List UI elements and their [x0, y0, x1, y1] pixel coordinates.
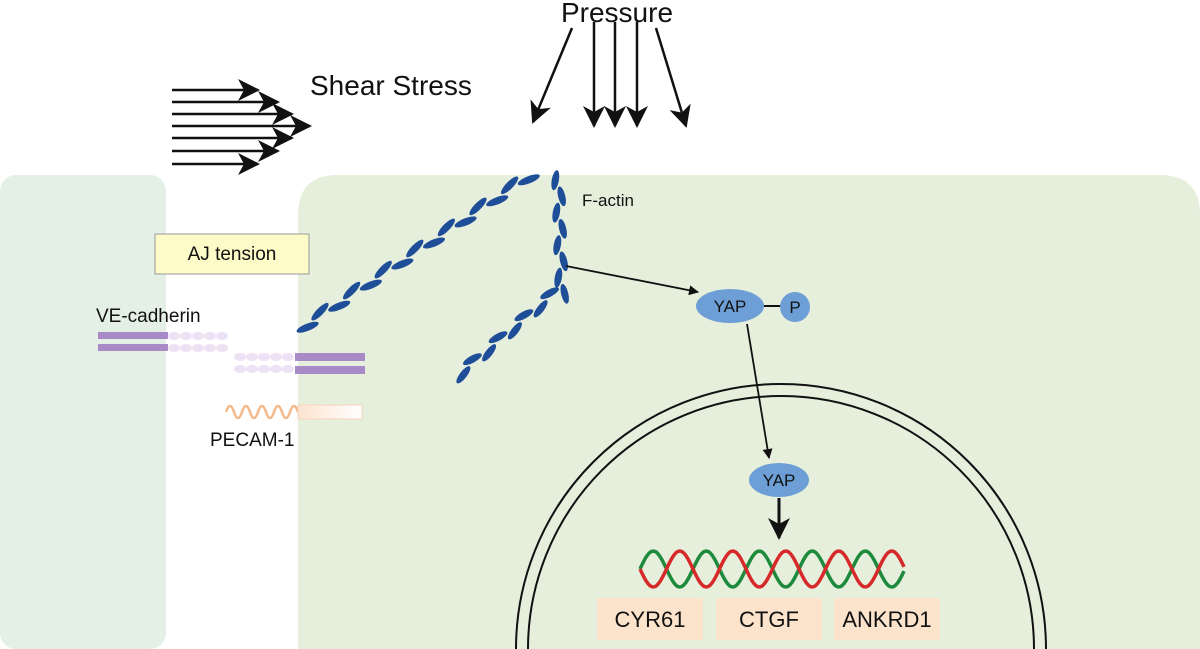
actin-monomer — [391, 258, 414, 270]
actin-monomer — [554, 267, 563, 288]
nucleus-envelope — [515, 383, 1047, 649]
f-actin-label: F-actin — [582, 191, 634, 210]
actin-monomer — [469, 197, 487, 216]
actin-monomer — [486, 195, 509, 207]
yap-cytoplasm — [696, 289, 764, 323]
ve-cadherin-label: VE-cadherin — [96, 306, 201, 327]
actin-monomer — [359, 279, 382, 291]
yap-nucleus — [749, 463, 809, 497]
actin-monomer — [540, 287, 559, 300]
actin-monomer — [456, 366, 471, 384]
aj-tension-box — [154, 233, 310, 275]
actin-monomer — [500, 176, 519, 195]
yap-cytoplasm-label: YAP — [714, 297, 747, 316]
actin-monomer — [406, 239, 424, 258]
actin-monomer — [533, 300, 548, 318]
actin-monomer — [374, 260, 392, 279]
actin-monomer — [552, 202, 561, 223]
actin-monomer — [328, 300, 351, 312]
aj-tension-label: AJ tension — [188, 244, 277, 265]
actin-monomer — [488, 331, 508, 344]
actin-to-yap-arrow — [565, 265, 699, 296]
phospho-label: P — [789, 298, 800, 317]
actin-monomer — [558, 218, 567, 239]
actin-monomer — [560, 283, 569, 304]
actin-monomer — [557, 186, 566, 207]
gene-label-cyr61: CYR61 — [615, 607, 686, 632]
pecam1-coil — [224, 404, 300, 420]
actin-monomer — [482, 344, 497, 362]
f-actin-filament-lower — [456, 287, 559, 384]
actin-monomer — [514, 309, 534, 322]
left-cell — [0, 175, 166, 649]
actin-monomer — [463, 353, 482, 366]
actin-monomer — [342, 281, 361, 300]
actin-monomer — [454, 216, 477, 228]
gene-box-ankrd1: ANKRD1 — [834, 598, 940, 640]
gene-label-ankrd1: ANKRD1 — [842, 607, 931, 632]
pressure-label: Pressure — [561, 0, 673, 28]
actin-monomer — [553, 235, 562, 256]
actin-monomer — [551, 170, 560, 191]
actin-monomer — [311, 302, 329, 321]
dna-double-helix — [638, 549, 906, 589]
f-actin-filament-upper — [551, 170, 569, 304]
actin-monomer — [296, 321, 319, 333]
gene-box-cyr61: CYR61 — [597, 598, 703, 640]
pressure-arrows — [530, 22, 691, 128]
actin-monomer — [422, 237, 446, 249]
actin-monomer — [517, 174, 540, 186]
actin-monomer — [437, 218, 456, 237]
phospho-circle — [780, 292, 810, 322]
f-actin-filament-long — [296, 174, 540, 333]
actin-monomer — [507, 322, 522, 340]
yap-nucleus-label: YAP — [763, 471, 796, 490]
ve-cadherin-left — [98, 332, 228, 352]
ve-cadherin-right — [234, 353, 365, 374]
dna-strand-red — [638, 549, 906, 589]
f-actin-filaments — [296, 170, 569, 384]
pecam1-label: PECAM-1 — [210, 430, 294, 451]
yap-translocation-arrow — [746, 323, 773, 459]
shear-stress-arrows — [172, 79, 312, 175]
gene-box-ctgf: CTGF — [716, 598, 822, 640]
gene-label-ctgf: CTGF — [739, 607, 799, 632]
actin-monomer — [559, 251, 568, 272]
pecam1-bar — [297, 404, 363, 420]
shear-stress-label: Shear Stress — [310, 70, 472, 101]
main-cell — [298, 175, 1200, 649]
